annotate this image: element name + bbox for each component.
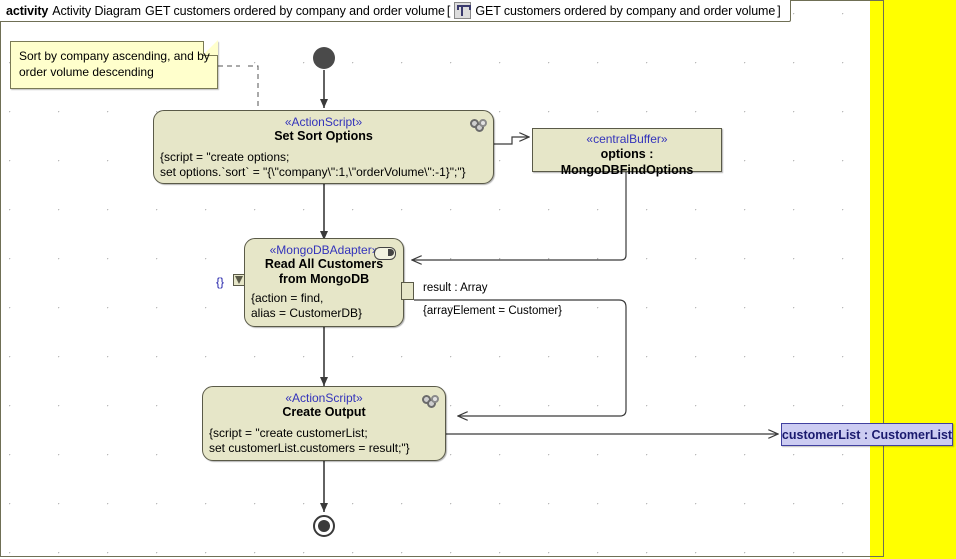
action-body-line-1: {action = find, [251, 291, 324, 305]
highlight-band [870, 0, 956, 559]
note-line-2: order volume descending [19, 65, 154, 79]
script-gears-icon [470, 119, 487, 133]
stereotype-label: «ActionScript» [284, 115, 363, 129]
output-pin-result[interactable] [401, 282, 414, 300]
stereotype-label: «centralBuffer» [586, 132, 668, 146]
diagram-frame [0, 0, 884, 557]
activity-final-node[interactable] [313, 515, 335, 537]
buffer-name: options : MongoDBFindOptions [560, 147, 694, 177]
frame-keyword: activity [6, 3, 49, 18]
action-name: Set Sort Options [274, 129, 373, 143]
input-pin-brace-label: {} [216, 275, 225, 289]
action-body-line-2: set options.`sort` = "{\"company\":1,\"o… [160, 165, 466, 179]
action-create-output[interactable]: «ActionScript» Create Output {script = "… [202, 386, 446, 461]
action-read-all-customers[interactable]: «MongoDBAdapter» Read All Customers from… [244, 238, 404, 327]
action-body-line-2: alias = CustomerDB} [251, 306, 363, 320]
frame-qualified-name: GET customers ordered by company and ord… [475, 3, 776, 18]
frame-bracket-close: ] [777, 3, 781, 18]
comment-note[interactable]: Sort by company ascending, and by order … [10, 40, 218, 89]
parameter-label: customerList : CustomerList [781, 427, 953, 442]
stereotype-label: «ActionScript» [285, 391, 363, 405]
adapter-icon [374, 247, 396, 260]
script-gears-icon [422, 395, 439, 409]
frame-diagram-name: GET customers ordered by company and ord… [144, 3, 445, 18]
activity-final-inner [318, 520, 330, 532]
action-body-line-1: {script = "create options; [160, 150, 290, 164]
initial-node[interactable] [313, 47, 335, 69]
edge-label-result: result : Array [423, 282, 488, 294]
frame-bracket-open: [ [446, 3, 451, 18]
action-name-line-2: from MongoDB [278, 272, 370, 286]
action-set-sort-options[interactable]: «ActionScript» Set Sort Options {script … [153, 110, 494, 184]
activity-parameter-customerlist[interactable]: customerList : CustomerList [781, 423, 953, 446]
note-fold-corner [203, 40, 218, 56]
activity-diagram-icon [454, 2, 472, 19]
frame-header[interactable]: activity Activity Diagram GET customers … [0, 0, 791, 22]
diagram-canvas[interactable] [2, 2, 884, 557]
input-pin-triangle[interactable] [233, 274, 245, 286]
action-name: Create Output [282, 405, 366, 419]
central-buffer-options[interactable]: «centralBuffer» options : MongoDBFindOpt… [532, 128, 722, 177]
action-body-line-2: set customerList.customers = result;"} [209, 441, 410, 455]
action-body-line-1: {script = "create customerList; [209, 426, 368, 440]
frame-diagram-type: Activity Diagram [52, 3, 141, 18]
note-line-1: Sort by company ascending, and by [19, 49, 210, 63]
edge-label-array-element: {arrayElement = Customer} [423, 305, 563, 317]
stereotype-label: «MongoDBAdapter» [269, 243, 379, 257]
action-name-line-1: Read All Customers [264, 257, 384, 271]
